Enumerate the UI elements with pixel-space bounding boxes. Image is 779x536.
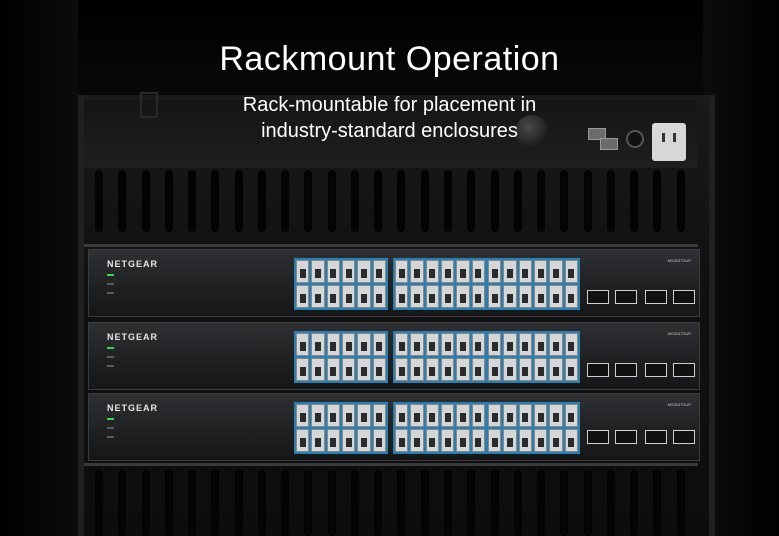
rack-rail [84, 244, 698, 247]
network-switch-1: NETGEAR MS324TXUP [88, 249, 700, 317]
sfp-port [645, 290, 667, 304]
port-block [393, 402, 487, 454]
model-label: MS324TXUP [667, 331, 691, 336]
sfp-port [615, 430, 637, 444]
sfp-port [587, 290, 609, 304]
banner-subtitle: Rack-mountable for placement in industry… [0, 92, 779, 144]
brand-logo: NETGEAR [107, 403, 159, 413]
poe-led [107, 436, 114, 438]
power-outlet [652, 123, 686, 161]
fan-led [107, 356, 114, 358]
banner-title: Rackmount Operation [219, 40, 560, 78]
port-block [294, 402, 388, 454]
network-switch-3: NETGEAR MS324TXUP [88, 393, 700, 461]
port-block [393, 331, 487, 383]
poe-led [107, 292, 114, 294]
usb-port [600, 138, 618, 150]
model-label: MS324TXUP [667, 258, 691, 263]
subtitle-line-2: industry-standard enclosures [261, 120, 518, 142]
port-block [486, 402, 580, 454]
fan-led [107, 283, 114, 285]
port-block [486, 258, 580, 310]
rack-bracket [140, 92, 158, 118]
power-led [107, 418, 114, 420]
power-led [107, 347, 114, 349]
vent-panel-bottom [95, 470, 685, 536]
rack-rail [84, 463, 698, 466]
sfp-port [615, 363, 637, 377]
poe-led [107, 365, 114, 367]
sfp-port [645, 430, 667, 444]
vent-panel-top [95, 170, 685, 232]
port-block [294, 331, 388, 383]
port-block [393, 258, 487, 310]
rack-side-left [0, 0, 78, 536]
model-label: MS324TXUP [667, 402, 691, 407]
sfp-port [673, 290, 695, 304]
power-jack [626, 130, 644, 148]
sfp-port [587, 430, 609, 444]
brand-logo: NETGEAR [107, 332, 159, 342]
port-block [486, 331, 580, 383]
sfp-port [615, 290, 637, 304]
sfp-port [645, 363, 667, 377]
port-block [294, 258, 388, 310]
rack-side-right [703, 0, 779, 536]
sfp-port [587, 363, 609, 377]
sfp-port [673, 430, 695, 444]
sfp-port [673, 363, 695, 377]
subtitle-line-1: Rack-mountable for placement in [242, 94, 537, 116]
rack-knob [515, 115, 549, 149]
fan-led [107, 427, 114, 429]
network-switch-2: NETGEAR MS324TXUP [88, 322, 700, 390]
usb-port [588, 128, 606, 140]
brand-logo: NETGEAR [107, 259, 159, 269]
power-led [107, 274, 114, 276]
